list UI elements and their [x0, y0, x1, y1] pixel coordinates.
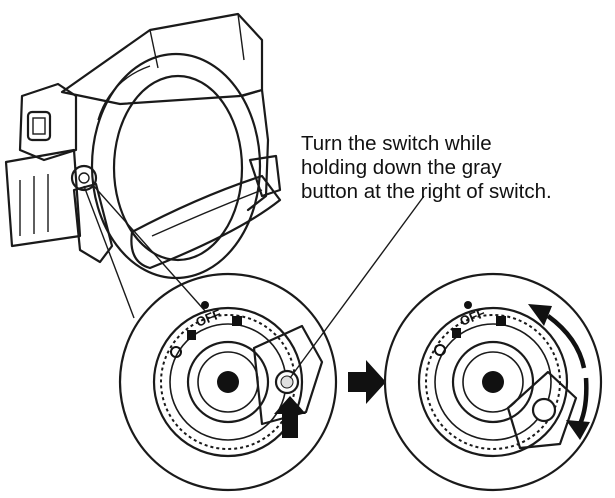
instruction-line-3: button at the right of switch.: [301, 180, 613, 204]
instruction-line-2: holding down the gray: [301, 156, 613, 180]
instruction-caption: Turn the switch while holding down the g…: [301, 132, 613, 204]
camcorder-illustration: [6, 14, 280, 278]
mode-dial-before: OFF: [120, 274, 336, 490]
instruction-line-1: Turn the switch while: [301, 132, 613, 156]
mode-dial-after: OFF: [385, 274, 601, 490]
right-arrow-icon: [348, 360, 386, 404]
